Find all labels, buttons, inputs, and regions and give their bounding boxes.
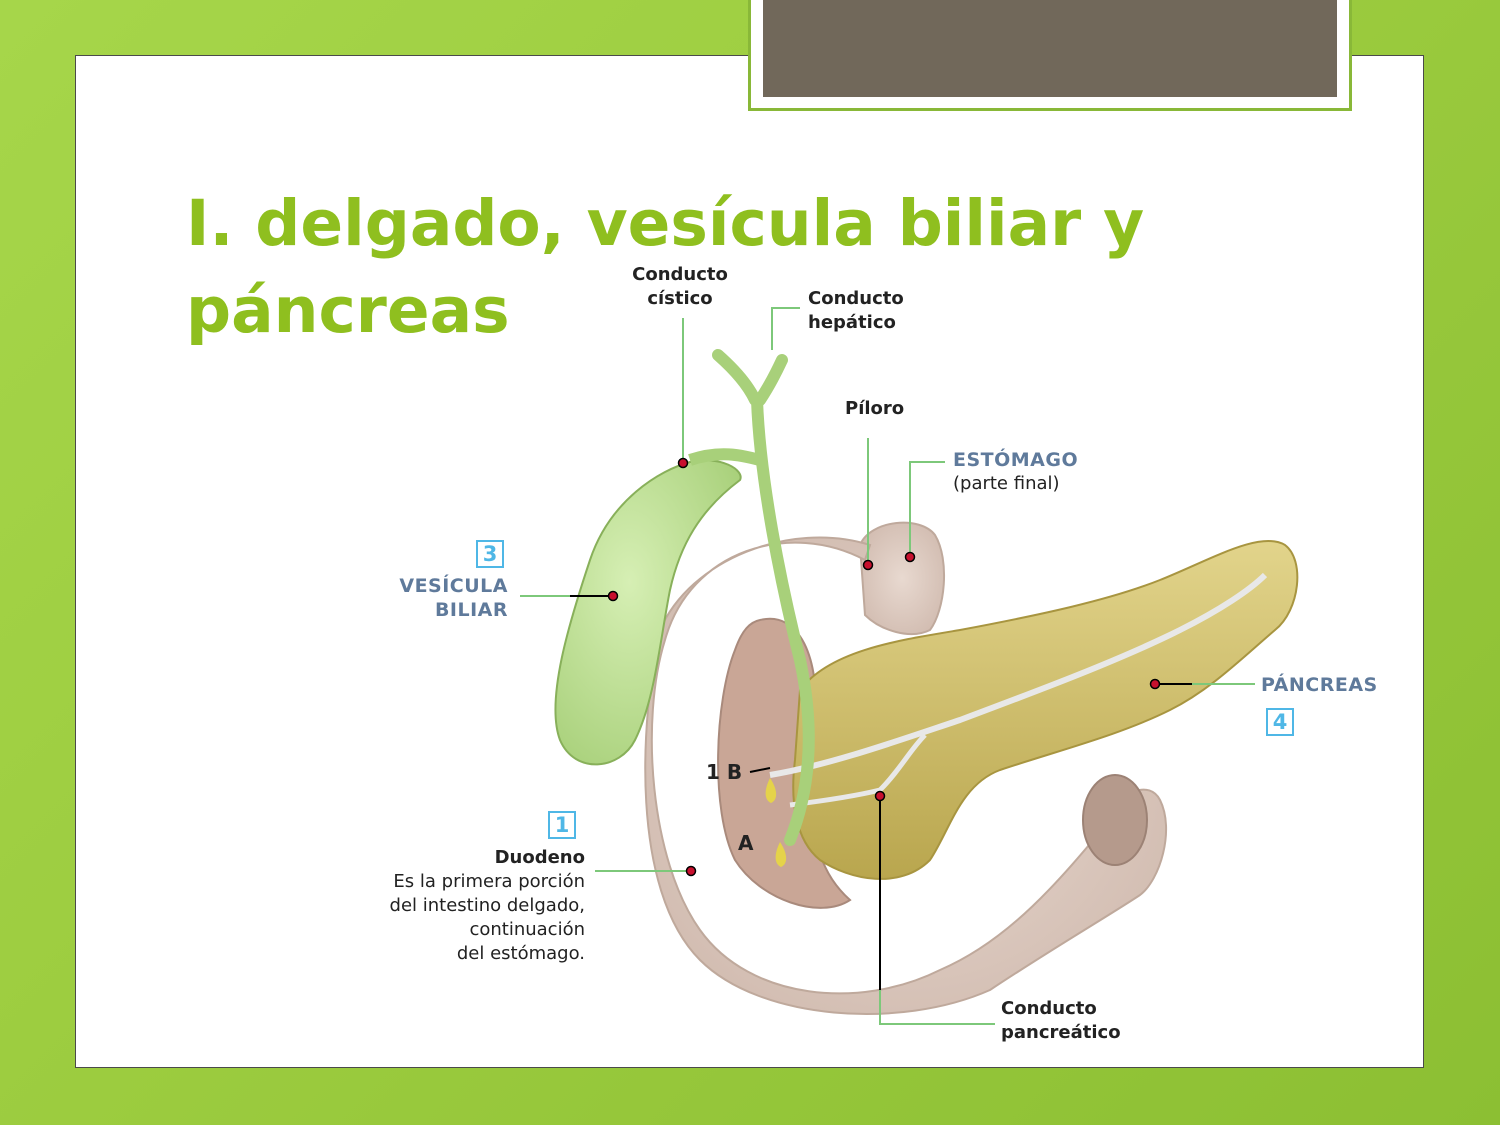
gallbladder [554,459,742,766]
number-box-vesicula: 3 [476,540,504,568]
duodenum [644,536,1168,1015]
dot-cistico [677,457,689,469]
label-duodeno-desc-line4: del estómago. [456,943,585,964]
label-vesicula: VESÍCULA BILIAR [370,574,508,622]
slide-card [75,55,1424,1068]
label-estomago-note: (parte final) [953,473,1060,494]
label-conducto-hepatico: Conducto hepático [808,287,904,335]
cystic-duct [688,448,762,466]
stomach-end [858,521,945,635]
label-conducto-hepatico-line1: Conducto [808,288,904,309]
marker-a: A [738,831,754,855]
label-duodeno-title: Duodeno [494,847,585,868]
label-estomago: ESTÓMAGO (parte final) [953,448,1078,496]
label-duodeno-desc-line3: continuación [469,919,585,940]
pancreas [792,539,1299,880]
dot-pancreas [1149,678,1161,690]
hepatic-duct [712,349,815,846]
dot-vesicula [607,590,619,602]
dot-estomago [904,551,916,563]
header-bar [763,0,1337,97]
label-conducto-hepatico-line2: hepático [808,312,896,333]
label-vesicula-line1: VESÍCULA [399,575,508,597]
label-conducto-cistico-line1: Conducto [632,264,728,285]
leader-1b [749,767,771,773]
number-box-pancreas: 4 [1266,708,1294,736]
label-conducto-cistico: Conducto cístico [600,263,760,311]
slide-title: I. delgado, vesícula biliar y páncreas [186,187,1145,347]
droplet-a [775,842,787,867]
label-conducto-pancreatico-line2: pancreático [1001,1022,1121,1043]
label-conducto-pancreatico-line1: Conducto [1001,998,1097,1019]
pancreatic-duct [769,572,1268,778]
dot-duodeno [685,865,697,877]
label-vesicula-line2: BILIAR [434,599,508,621]
label-piloro: Píloro [845,398,905,419]
accessory-duct [789,733,927,808]
duodenum-opening [1082,774,1148,866]
dot-pancreatico [874,790,886,802]
label-duodeno-desc-line1: Es la primera porción [393,871,585,892]
label-estomago-title: ESTÓMAGO [953,449,1079,471]
label-conducto-cistico-line2: cístico [647,288,713,309]
marker-1b: 1 B [706,760,743,784]
label-duodeno: Duodeno Es la primera porción del intest… [330,846,585,966]
number-box-duodeno: 1 [548,811,576,839]
label-pancreas: PÁNCREAS [1261,674,1378,696]
label-conducto-pancreatico: Conducto pancreático [1001,997,1121,1045]
callout-line-hepatico [771,307,800,350]
callout-line-estomago [909,461,945,555]
droplet-b [765,778,777,803]
label-duodeno-desc-line2: del intestino delgado, [389,895,585,916]
dot-piloro [862,559,874,571]
